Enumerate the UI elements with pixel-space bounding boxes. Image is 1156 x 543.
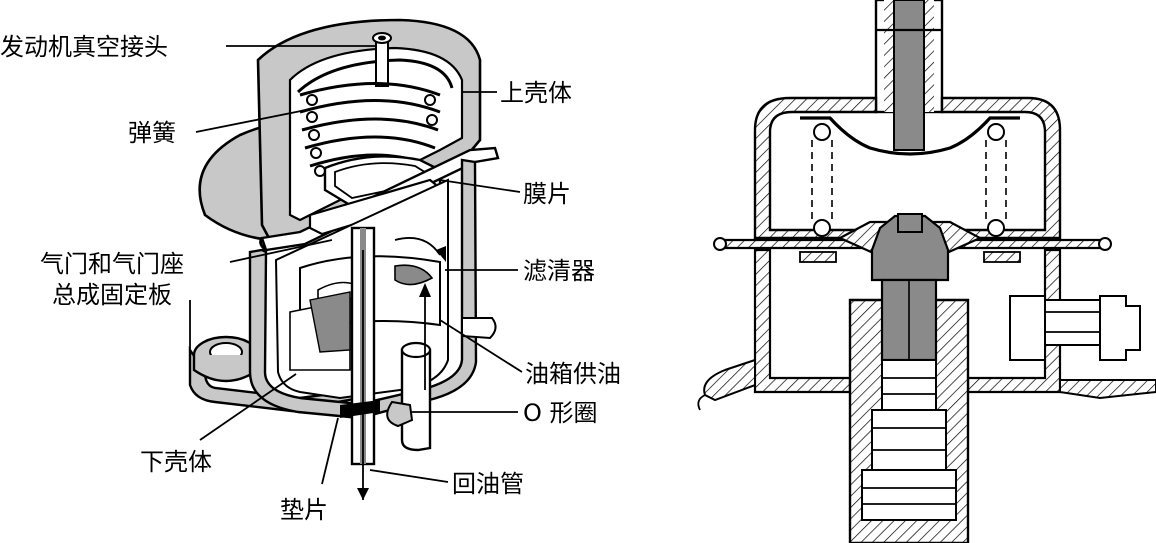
label-diaphragm: 膜片 (523, 180, 571, 208)
label-o-ring: O 形圈 (523, 399, 598, 427)
section-diaphragm (800, 116, 1020, 156)
labels: 发动机真空接头 上壳体 弹簧 膜片 气门和气门座 总成固定板 滤清器 油箱供油 … (0, 33, 621, 524)
label-gasket: 垫片 (280, 496, 328, 524)
leader-return-pipe (369, 469, 449, 483)
label-return-pipe: 回油管 (452, 470, 524, 498)
label-lower-housing: 下壳体 (140, 448, 212, 476)
leader-valve-plate (229, 239, 333, 263)
diaphragm-cup (323, 155, 442, 207)
gasket (340, 400, 380, 418)
o-ring (386, 400, 414, 428)
section-vacuum-stem (874, 0, 944, 151)
label-upper-housing: 上壳体 (500, 79, 572, 107)
section-bracket (697, 358, 756, 411)
cutaway-illustration (188, 18, 500, 500)
flow-arrow (394, 237, 446, 262)
housing-tab (461, 317, 497, 340)
return-tube (350, 226, 376, 500)
label-filter: 滤清器 (523, 257, 595, 285)
leader-gasket (321, 417, 339, 485)
leader-spring (195, 109, 307, 133)
vacuum-port-nipple (372, 32, 392, 87)
spring-coils (299, 82, 441, 177)
section-valve-body (848, 278, 970, 543)
label-valve-plate-line1: 气门和气门座 (40, 250, 184, 278)
leader-diaphragm (439, 179, 521, 193)
leader-lower-housing (199, 373, 297, 441)
section-side-fitting (1009, 295, 1156, 400)
section-springs (811, 123, 1007, 237)
leader-lines (189, 45, 523, 485)
section-valve-plate (799, 213, 1021, 282)
fuel-supply-tube (400, 283, 432, 452)
section-view (697, 0, 1156, 543)
label-spring: 弹簧 (128, 119, 176, 147)
label-valve-plate-line2: 总成固定板 (52, 281, 172, 309)
label-vacuum-port: 发动机真空接头 (0, 33, 168, 61)
label-fuel-supply: 油箱供油 (525, 360, 621, 388)
section-upper-shell (753, 96, 1062, 240)
leader-fuel-supply (439, 319, 523, 373)
